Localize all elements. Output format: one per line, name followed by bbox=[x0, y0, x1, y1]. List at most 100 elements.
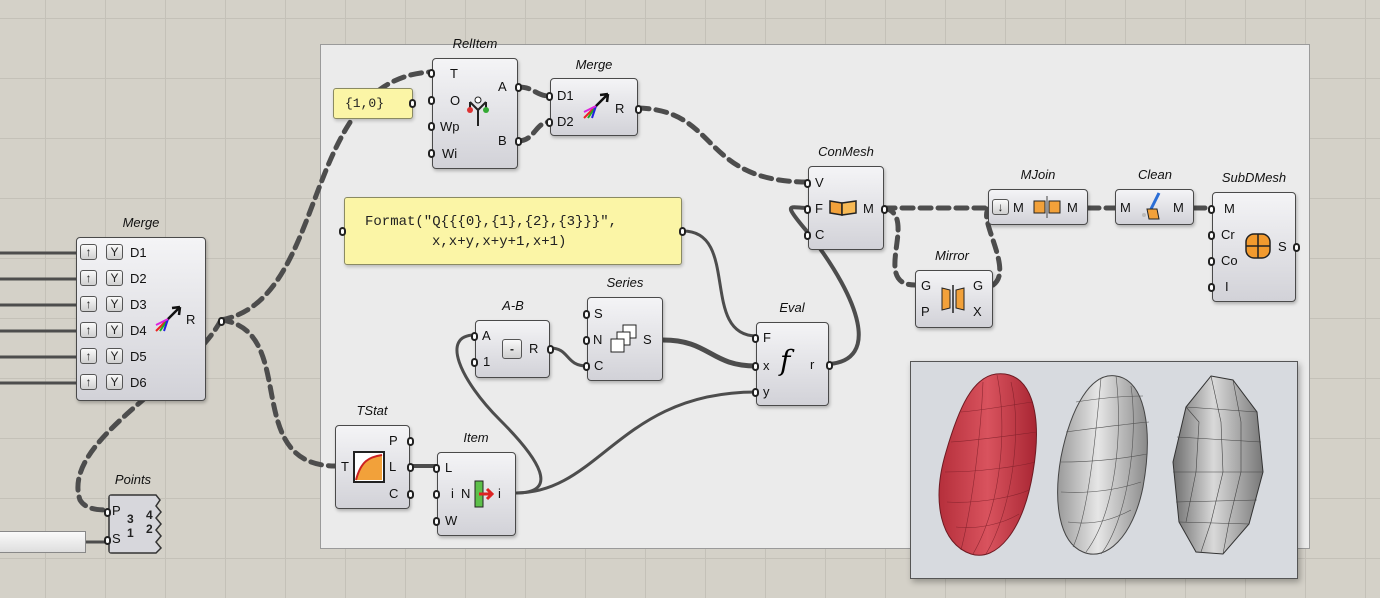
merge-d3-up-arrow-icon[interactable]: ↑ bbox=[80, 296, 97, 312]
subdmesh-input-cr[interactable]: Cr bbox=[1221, 227, 1235, 242]
tstat-grip-c[interactable] bbox=[407, 490, 414, 499]
clean-input-m[interactable]: M bbox=[1120, 200, 1131, 215]
item-output-i[interactable]: i bbox=[498, 486, 501, 501]
series-component[interactable]: Series S N C S bbox=[583, 275, 663, 381]
merge-left-input-d5[interactable]: D5 bbox=[130, 349, 147, 364]
eval-grip-y[interactable] bbox=[752, 388, 759, 397]
tstat-grip-l[interactable] bbox=[407, 463, 414, 472]
series-grip-n[interactable] bbox=[583, 336, 590, 345]
relitem-grip-wi[interactable] bbox=[428, 149, 435, 158]
conmesh-input-c[interactable]: C bbox=[815, 227, 825, 242]
merge-top-output-r[interactable]: R bbox=[615, 101, 625, 116]
subdmesh-input-m[interactable]: M bbox=[1224, 201, 1235, 216]
merge-left-input-d1[interactable]: D1 bbox=[130, 245, 147, 260]
merge-d2-graft-icon[interactable]: Y bbox=[106, 270, 123, 286]
item-grip-w[interactable] bbox=[433, 517, 440, 526]
mjoin-flatten-icon[interactable]: ↓ bbox=[992, 199, 1009, 215]
relitem-input-t[interactable]: T bbox=[450, 66, 458, 81]
item-grip-i[interactable] bbox=[433, 490, 440, 499]
amb-grip-a[interactable] bbox=[471, 332, 478, 341]
conmesh-grip-c[interactable] bbox=[804, 231, 811, 240]
conmesh-grip-v[interactable] bbox=[804, 179, 811, 188]
merge-top-component[interactable]: Merge D1 D2 R bbox=[546, 57, 642, 136]
subdmesh-grip-m[interactable] bbox=[1208, 205, 1215, 214]
relitem-grip-t[interactable] bbox=[428, 69, 435, 78]
eval-body[interactable] bbox=[756, 322, 829, 406]
merge-d1-up-arrow-icon[interactable]: ↑ bbox=[80, 244, 97, 260]
number-slider[interactable] bbox=[0, 531, 86, 553]
item-grip-l[interactable] bbox=[433, 464, 440, 473]
merge-d4-graft-icon[interactable]: Y bbox=[106, 322, 123, 338]
mirror-output-x[interactable]: X bbox=[973, 304, 982, 319]
mjoin-input-m[interactable]: M bbox=[1013, 200, 1024, 215]
amb-input-a[interactable]: A bbox=[482, 328, 491, 343]
relitem-output-b[interactable]: B bbox=[498, 133, 507, 148]
relitem-output-a[interactable]: A bbox=[498, 79, 507, 94]
tstat-output-c[interactable]: C bbox=[389, 486, 399, 501]
points-input-p[interactable]: P bbox=[112, 503, 121, 518]
conmesh-input-v[interactable]: V bbox=[815, 175, 824, 190]
tstat-component[interactable]: TStat T P L C bbox=[335, 403, 414, 509]
format-output-grip[interactable] bbox=[679, 227, 686, 236]
mirror-output-g[interactable]: G bbox=[973, 278, 984, 293]
series-grip-c[interactable] bbox=[583, 362, 590, 371]
subdmesh-grip-i[interactable] bbox=[1208, 283, 1215, 292]
merge-left-input-d4[interactable]: D4 bbox=[130, 323, 147, 338]
eval-grip-x[interactable] bbox=[752, 362, 759, 371]
subdmesh-grip-s[interactable] bbox=[1293, 243, 1300, 252]
relitem-input-wp[interactable]: Wp bbox=[440, 119, 460, 134]
points-component[interactable]: Points P S 3 4 1 2 bbox=[104, 472, 164, 554]
points-body[interactable] bbox=[108, 494, 164, 554]
clean-output-m[interactable]: M bbox=[1173, 200, 1184, 215]
item-input-i[interactable]: i bbox=[451, 486, 454, 501]
eval-input-x[interactable]: x bbox=[763, 358, 770, 373]
merge-top-grip-d2[interactable] bbox=[546, 118, 553, 127]
mjoin-component[interactable]: MJoin ↓ M M bbox=[988, 167, 1088, 225]
mirror-input-p[interactable]: P bbox=[921, 304, 930, 319]
series-output-s[interactable]: S bbox=[643, 332, 652, 347]
merge-left-grip-r[interactable] bbox=[218, 317, 225, 326]
merge-d5-up-arrow-icon[interactable]: ↑ bbox=[80, 348, 97, 364]
subdmesh-grip-co[interactable] bbox=[1208, 257, 1215, 266]
subdmesh-input-co[interactable]: Co bbox=[1221, 253, 1238, 268]
tstat-output-p[interactable]: P bbox=[389, 433, 398, 448]
clean-component[interactable]: Clean M M bbox=[1115, 167, 1194, 225]
relitem-grip-wp[interactable] bbox=[428, 122, 435, 131]
eval-input-y[interactable]: y bbox=[763, 384, 770, 399]
eval-component[interactable]: Eval F x y r f bbox=[752, 300, 833, 406]
subdmesh-output-s[interactable]: S bbox=[1278, 239, 1287, 254]
merge-d4-up-arrow-icon[interactable]: ↑ bbox=[80, 322, 97, 338]
points-input-s[interactable]: S bbox=[112, 531, 121, 546]
amb-input-1[interactable]: 1 bbox=[483, 354, 491, 369]
merge-d1-graft-icon[interactable]: Y bbox=[106, 244, 123, 260]
item-component[interactable]: Item L i N W i bbox=[433, 430, 516, 536]
amb-grip-r[interactable] bbox=[547, 345, 554, 354]
merge-left-component[interactable]: Merge ↑ ↑ ↑ ↑ ↑ ↑ Y Y Y Y Y Y D1 D2 D3 D… bbox=[76, 215, 225, 401]
merge-d3-graft-icon[interactable]: Y bbox=[106, 296, 123, 312]
merge-top-grip-d1[interactable] bbox=[546, 92, 553, 101]
relitem-body[interactable] bbox=[432, 58, 518, 169]
conmesh-output-m[interactable]: M bbox=[863, 201, 874, 216]
format-panel[interactable]: Format("Q{{{0},{1},{2},{3}}}", x,x+y,x+y… bbox=[344, 197, 682, 265]
amb-grip-1[interactable] bbox=[471, 358, 478, 367]
merge-left-input-d3[interactable]: D3 bbox=[130, 297, 147, 312]
relitem-input-wi[interactable]: Wi bbox=[442, 146, 458, 161]
mjoin-output-m[interactable]: M bbox=[1067, 200, 1078, 215]
series-grip-s[interactable] bbox=[583, 310, 590, 319]
amb-component[interactable]: A-B A 1 R - bbox=[471, 298, 554, 378]
merge-top-input-d2[interactable]: D2 bbox=[557, 114, 574, 129]
conmesh-grip-f[interactable] bbox=[804, 205, 811, 214]
eval-input-f[interactable]: F bbox=[763, 330, 771, 345]
merge-d5-graft-icon[interactable]: Y bbox=[106, 348, 123, 364]
relitem-grip-o[interactable] bbox=[428, 96, 435, 105]
points-grip-p[interactable] bbox=[104, 508, 111, 517]
eval-grip-r[interactable] bbox=[826, 361, 833, 370]
relitem-input-o[interactable]: O bbox=[450, 93, 461, 108]
tstat-input-t[interactable]: T bbox=[341, 459, 349, 474]
eval-grip-f[interactable] bbox=[752, 334, 759, 343]
relitem-grip-b[interactable] bbox=[515, 137, 522, 146]
conmesh-component[interactable]: ConMesh V F C M bbox=[804, 144, 888, 250]
merge-left-input-d2[interactable]: D2 bbox=[130, 271, 147, 286]
series-input-n[interactable]: N bbox=[593, 332, 603, 347]
conmesh-grip-m[interactable] bbox=[881, 205, 888, 214]
